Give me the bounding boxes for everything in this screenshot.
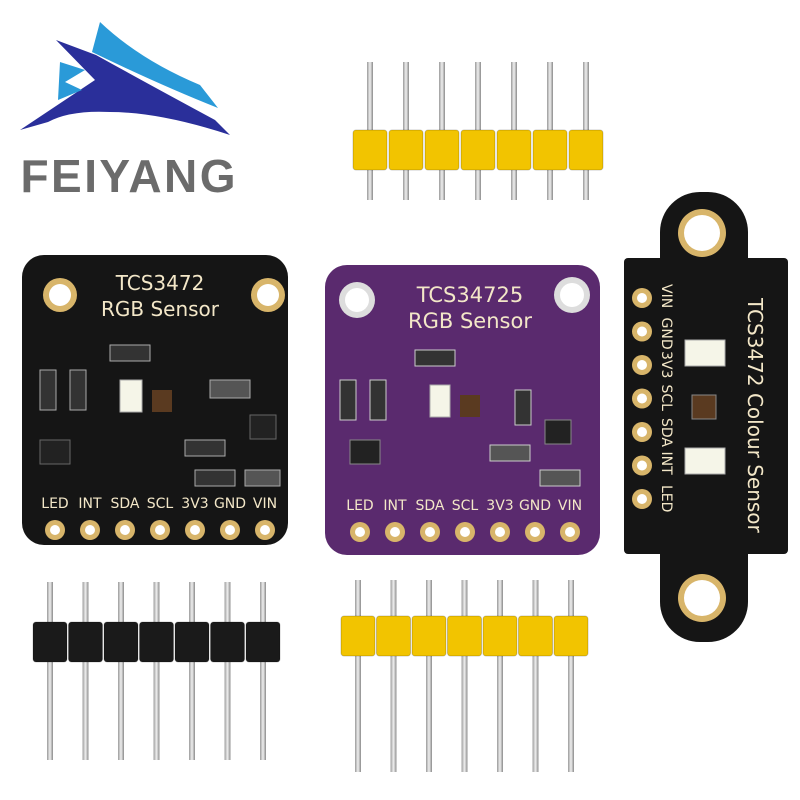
header-plastic <box>32 621 68 663</box>
header-plastic <box>424 129 460 171</box>
color-sensor-chip <box>152 390 172 412</box>
pin-label: 3V3 <box>658 351 674 378</box>
board-tcs34725-purple: TCS34725 RGB Sensor LED INT SDA SCL 3V3 GND VI… <box>325 265 600 555</box>
header-pin <box>532 580 539 772</box>
pin-label: INT <box>383 498 407 514</box>
pin-label: SCL <box>658 385 674 412</box>
pin-label: VIN <box>253 496 277 512</box>
pin-header-yellow-top <box>352 62 604 200</box>
header-plastic <box>174 621 210 663</box>
header-pin <box>260 582 266 760</box>
color-sensor-chip <box>691 394 717 420</box>
pin-label: SDA <box>416 498 445 514</box>
pin-label: LED <box>41 496 68 512</box>
brand-name: FEIYANG <box>21 150 236 202</box>
header-plastic <box>553 615 589 657</box>
header-plastic <box>340 615 376 657</box>
header-pin <box>47 582 53 760</box>
pin-label: GND <box>658 318 674 350</box>
header-plastic <box>388 129 424 171</box>
pin-label: SDA <box>658 418 674 447</box>
pin-header-yellow-bottom <box>340 580 589 772</box>
header-pin <box>355 580 361 772</box>
header-plastic <box>496 129 532 171</box>
pin-label: 3V3 <box>181 496 208 512</box>
pin-label: VIN <box>658 284 674 308</box>
board-title: TCS3472 Colour Sensor <box>743 297 767 534</box>
pin-label: VIN <box>558 498 582 514</box>
pin-header-black <box>32 582 281 760</box>
header-plastic <box>103 621 139 663</box>
header-plastic <box>460 129 496 171</box>
pin-label: SCL <box>452 498 479 514</box>
header-plastic <box>139 621 174 663</box>
header-plastic <box>411 615 447 657</box>
header-pin <box>189 582 195 760</box>
header-plastic <box>532 129 568 171</box>
board-subtitle: RGB Sensor <box>408 309 532 333</box>
header-pin <box>568 580 574 772</box>
board-title: TCS34725 <box>416 283 523 307</box>
header-plastic <box>482 615 518 657</box>
header-pin <box>497 580 503 772</box>
board-title: TCS3472 <box>115 271 205 295</box>
pin-label: GND <box>214 496 246 512</box>
header-plastic <box>68 621 103 663</box>
header-pin <box>461 580 468 772</box>
color-sensor-chip <box>460 395 480 417</box>
header-pin <box>118 582 124 760</box>
header-pin <box>224 582 231 760</box>
header-pin <box>426 580 432 772</box>
pin-label: INT <box>78 496 102 512</box>
header-pin <box>82 582 89 760</box>
led-bottom <box>684 447 726 475</box>
header-plastic <box>568 129 604 171</box>
pin-label: LED <box>346 498 373 514</box>
pin-label: GND <box>519 498 551 514</box>
logo-wave-dark <box>20 40 230 135</box>
pin-label: 3V3 <box>486 498 513 514</box>
header-plastic <box>447 615 482 657</box>
brand-logo: FEIYANG <box>20 22 236 202</box>
header-plastic <box>245 621 281 663</box>
header-pin <box>153 582 160 760</box>
header-pin <box>390 580 397 772</box>
led <box>429 384 451 418</box>
pin-label: SCL <box>147 496 174 512</box>
pin-label: LED <box>658 485 674 512</box>
header-plastic <box>210 621 245 663</box>
led <box>119 379 143 413</box>
board-subtitle: RGB Sensor <box>101 297 220 321</box>
header-plastic <box>352 129 388 171</box>
pin-label: SDA <box>111 496 140 512</box>
header-plastic <box>376 615 411 657</box>
logo-wave-light <box>92 22 218 108</box>
led-top <box>684 339 726 367</box>
pin-label: INT <box>658 452 674 476</box>
header-plastic <box>518 615 553 657</box>
board-tcs3472-black: TCS3472 RGB Sensor LED INT SDA SCL 3V3 GND VIN <box>22 255 288 545</box>
logo-flag-accent <box>58 62 85 100</box>
